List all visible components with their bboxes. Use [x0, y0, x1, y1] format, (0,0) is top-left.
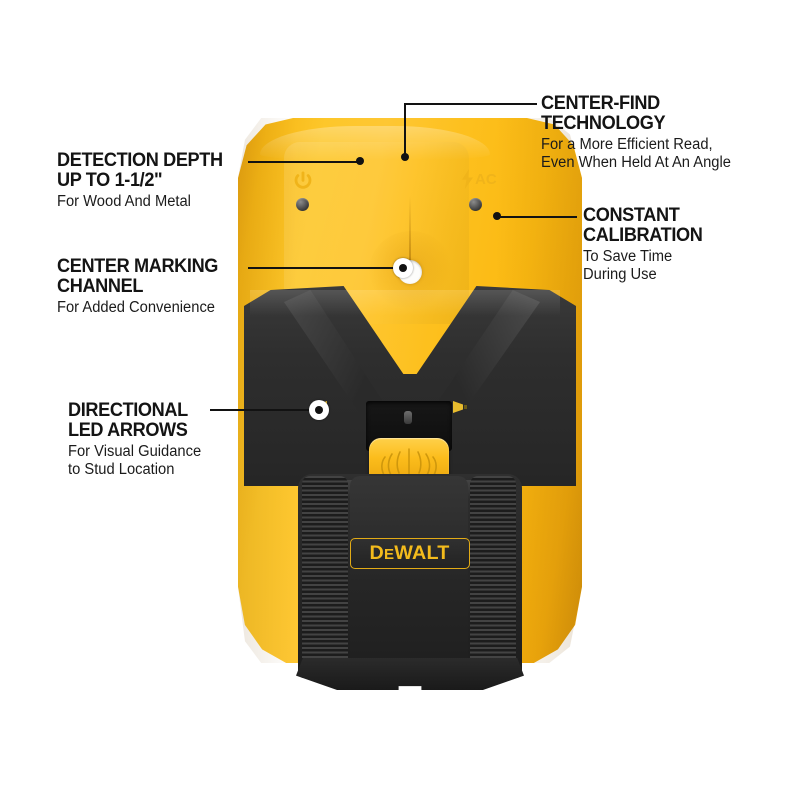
callout-center-marking-channel: CENTER MARKING CHANNEL For Added Conveni…: [57, 256, 230, 317]
grip-inner-face: [350, 476, 468, 672]
callout-center-find-technology: CENTER-FIND TECHNOLOGY For a More Effici…: [541, 93, 741, 172]
ac-label: AC: [475, 170, 497, 188]
housing-top-highlight: [260, 126, 490, 160]
grip-ribs-right: [470, 476, 516, 672]
grip-ribs-left: [302, 476, 348, 672]
center-marking-channel-groove: [409, 196, 411, 274]
midsection-highlight: [250, 290, 560, 316]
leader-line-detection-depth: [248, 161, 360, 163]
led-arrow-right-icon: [452, 400, 468, 419]
leader-line-directional-led: [210, 409, 318, 411]
callout-heading: CENTER MARKING: [57, 255, 219, 277]
callout-subtext: For a More Efficient Read,: [541, 136, 713, 153]
callout-heading-line2: CALIBRATION: [583, 224, 703, 246]
ac-detect-indicator: AC: [460, 169, 497, 189]
callout-subtext: For Added Convenience: [57, 299, 215, 316]
sensor-pin: [404, 411, 412, 424]
callout-detection-depth: DETECTION DEPTH UP TO 1-1/2" For Wood An…: [57, 150, 235, 211]
power-icon: [292, 170, 314, 197]
callout-directional-led-arrows: DIRECTIONAL LED ARROWS For Visual Guidan…: [68, 400, 208, 479]
callout-subtext-line2: During Use: [583, 266, 657, 283]
callout-heading-line2: TECHNOLOGY: [541, 112, 666, 134]
callout-heading: DIRECTIONAL: [68, 399, 188, 421]
leader-dot-constant-calibration: [493, 212, 501, 220]
callout-constant-calibration: CONSTANT CALIBRATION To Save Time During…: [583, 205, 711, 284]
leader-line-center-find-horizontal: [404, 103, 537, 105]
callout-subtext: For Visual Guidance: [68, 443, 202, 460]
callout-heading: CONSTANT: [583, 204, 680, 226]
leader-dot-directional-led: [309, 400, 329, 420]
power-button[interactable]: [296, 198, 309, 211]
leader-line-center-find-vertical: [404, 103, 406, 158]
leader-line-center-marking: [248, 267, 400, 269]
leader-dot-detection-depth: [356, 157, 364, 165]
callout-subtext: For Wood And Metal: [57, 193, 191, 210]
ac-button[interactable]: [469, 198, 482, 211]
callout-subtext-line2: to Stud Location: [68, 461, 175, 478]
callout-heading: DETECTION DEPTH: [57, 149, 223, 171]
device-bottom-foot: [296, 658, 524, 690]
callout-heading-line2: UP TO 1-1/2": [57, 169, 163, 191]
callout-heading-line2: LED ARROWS: [68, 419, 188, 441]
dewalt-stud-finder-device: AC: [238, 118, 582, 690]
dewalt-wordmark: DEWALT: [369, 543, 451, 564]
leader-line-constant-calibration: [497, 216, 577, 218]
leader-dot-center-find: [401, 153, 409, 161]
callout-subtext-line2: Even When Held At An Angle: [541, 154, 731, 171]
dewalt-logo-badge: DEWALT: [350, 538, 470, 569]
callout-heading: CENTER-FIND: [541, 92, 660, 114]
callout-heading-line2: CHANNEL: [57, 275, 144, 297]
lightning-bolt-icon: [461, 169, 474, 189]
leader-dot-center-marking: [393, 258, 413, 278]
callout-subtext: To Save Time: [583, 248, 673, 265]
